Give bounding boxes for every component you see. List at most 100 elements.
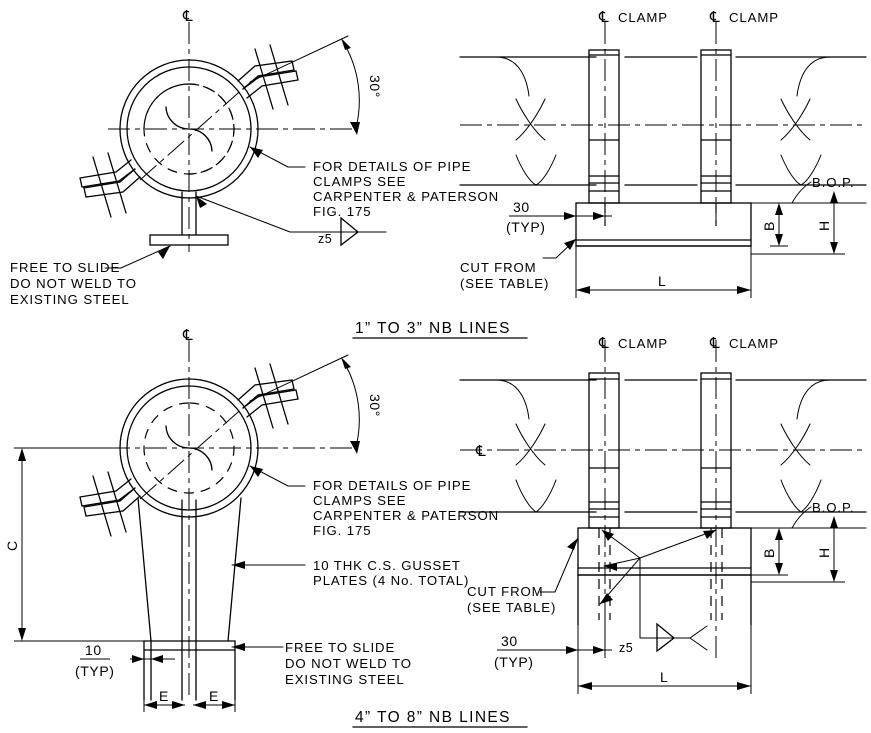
note-slide-line-2: DO NOT WELD TO <box>10 276 137 291</box>
note-cut2-line-2: (SEE TABLE) <box>467 600 556 615</box>
note-cut-line-2: (SEE TABLE) <box>460 276 549 291</box>
fillet-weld-triangle <box>340 216 360 247</box>
view-bottom-right-elevation: ℄ CLAMP ℄ CLAMP ℄ <box>459 336 867 694</box>
rod-left-body <box>588 49 620 204</box>
angle-label-30deg: 30° <box>367 75 383 98</box>
dim-H2-label: H <box>816 547 832 558</box>
clamp-bolt-line-upper-b2 <box>254 367 274 429</box>
pipe-bore-dashed-circle <box>143 83 235 175</box>
clamp-arm-upper-plate <box>237 60 295 90</box>
clamp-diagonal-centerline <box>139 85 247 181</box>
angle-ref-line-2 <box>249 354 349 402</box>
leader-arrow-cut-2 <box>567 538 578 550</box>
leader-arrow-clamp-2 <box>250 466 263 477</box>
pipe-outer-circle-2 <box>126 385 252 511</box>
centerline-glyph-left-2: ℄ <box>598 336 609 352</box>
weld-arrow-d <box>703 530 716 539</box>
leader-cut-from <box>542 238 577 259</box>
view-top-right-elevation: ℄ CLAMP ℄ CLAMP <box>459 10 867 298</box>
note-cut2-line-1: CUT FROM <box>467 584 544 599</box>
leader-arrow-clamp <box>250 147 263 158</box>
weld-arrow-c <box>600 593 613 604</box>
dim-L2-arrow-left <box>578 682 592 690</box>
dim-C-arrow-bottom <box>18 628 26 641</box>
dim-10-arrow-left <box>132 655 144 663</box>
leader-arrow-slide <box>158 246 170 259</box>
break-arc-rx2 <box>780 98 811 141</box>
clamp-arm-upper-right-2 <box>237 363 299 429</box>
break-arc-rx1 <box>780 98 811 141</box>
dim-E-right-arrow-2 <box>222 701 235 709</box>
dimension-B-2: B <box>751 527 788 576</box>
clamp-bolt-line-upper-b1 <box>269 363 289 425</box>
pipe-inner-s-curve-2 <box>165 425 213 471</box>
clamp-bolt-line-upper-1 <box>269 44 289 106</box>
gusset-plate-right-outer <box>227 497 242 642</box>
break-arc-rb2 <box>800 154 822 186</box>
title-lower-group: 4” TO 8” NB LINES <box>352 709 528 728</box>
break2-arc-lx1 <box>515 423 546 466</box>
note-slide-line-1: FREE TO SLIDE <box>10 260 120 275</box>
clamp-bolt-line-lower-1 <box>107 152 127 214</box>
clamp-label-left-2: CLAMP <box>618 336 668 351</box>
centerline-glyph: ℄ <box>182 9 193 25</box>
angle-ref-line <box>249 35 349 83</box>
note-clamp2-line-1: FOR DETAILS OF PIPE <box>313 478 471 493</box>
clamp-diagonal-centerline-2 <box>139 404 247 500</box>
break2-arc-rx1 <box>780 423 811 466</box>
pipe-inner-s-curve-1 <box>165 106 213 152</box>
bop-leader-arc <box>791 181 812 204</box>
clamp-arm-lower-plate-b2 <box>79 478 136 507</box>
angle-arc-30-2 <box>344 363 360 448</box>
weld-leader-d <box>639 529 717 559</box>
break2-arc-lx2 <box>515 423 546 466</box>
bop-label-2: B.O.P. <box>812 500 855 515</box>
note-slide-line-3: EXISTING STEEL <box>10 292 130 307</box>
leader-clamp-note <box>249 146 306 168</box>
note-clamp2-line-2: CLAMPS SEE <box>313 493 406 508</box>
centerline-glyph-right-2: ℄ <box>709 336 720 352</box>
dim-30b-arrow-left <box>566 646 578 654</box>
centerline-glyph-left: ℄ <box>598 10 609 26</box>
dim-B-arrow-top <box>775 203 783 215</box>
weld-size-label: z5 <box>318 232 332 246</box>
title-lower: 4” TO 8” NB LINES <box>355 709 511 726</box>
clamp-label-left: CLAMP <box>618 10 668 25</box>
break-symbol-left <box>495 56 557 186</box>
dim-C-label: C <box>4 540 20 551</box>
dim-10-arrow-right <box>151 655 163 663</box>
dim-30-typ-label: (TYP) <box>506 219 546 235</box>
note-slide2-line-1: FREE TO SLIDE <box>285 640 395 655</box>
break-arc-rt <box>796 56 831 97</box>
dim-H2-arrow-bottom <box>830 570 838 582</box>
clamp-band-outer-circle <box>119 59 259 199</box>
view-top-left-plan: 30° ℄ FOR DETAILS OF PIPE CLAMPS SEE CAR… <box>10 9 498 307</box>
dim-H-label: H <box>816 220 832 231</box>
break2-arc-lt <box>495 379 530 420</box>
hanger-rod-left-2 <box>588 372 620 620</box>
dimension-E-right: E <box>193 650 236 712</box>
leader-line-slide <box>120 245 171 269</box>
angle-arrow-top-2 <box>341 357 351 369</box>
dim-30b-label: 30 <box>501 633 518 649</box>
clamp-label-right-2: CLAMP <box>729 336 779 351</box>
clamp-bolt-line-lower-b1 <box>107 471 127 533</box>
break2-arc-rx2 <box>780 423 811 466</box>
clamp-bolt-line-upper-2 <box>254 48 274 110</box>
note-clamp-line-2: CLAMPS SEE <box>313 174 406 189</box>
break-arc-lx2 <box>515 98 546 141</box>
note-clamp2-line-4: FIG. 175 <box>313 523 372 538</box>
break-symbol-right-2 <box>780 379 831 513</box>
dim-B-label: B <box>761 221 777 231</box>
break-arc-lt <box>495 56 530 97</box>
centerline-glyph-pipe2: ℄ <box>475 444 486 460</box>
break2-arc-lb2 <box>535 479 557 513</box>
dim-30-label: 30 <box>513 199 530 215</box>
break-arc-lb1 <box>515 154 537 186</box>
dimension-H-2: H <box>751 516 845 583</box>
break2-arc-rb2 <box>800 479 822 513</box>
break-symbol-right <box>780 56 831 186</box>
pipe-bore-dashed-circle-2 <box>143 402 235 494</box>
angle-arrow-bottom-2 <box>350 441 360 454</box>
